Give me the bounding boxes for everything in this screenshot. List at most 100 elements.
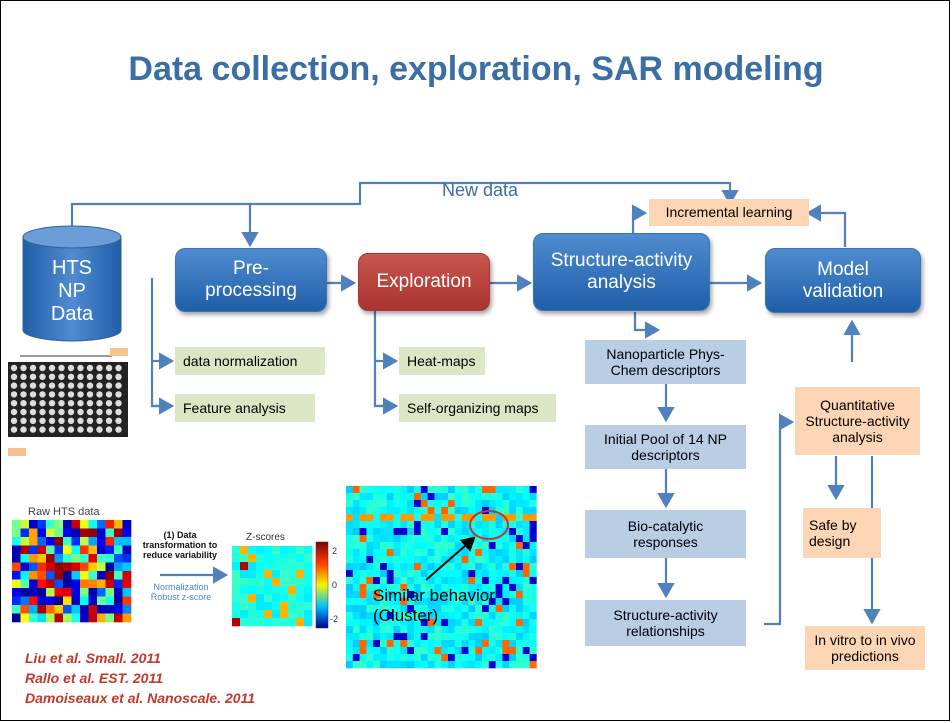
heatmap-cell <box>414 563 422 571</box>
heatmap-cell <box>380 640 388 648</box>
heatmap-cell <box>516 598 524 606</box>
heatmap-cell <box>441 500 449 508</box>
heatmap-cell <box>461 661 469 669</box>
heatmap-cell <box>12 605 21 614</box>
hts-line2: NP <box>58 279 86 302</box>
heatmap-cell <box>461 521 469 529</box>
hts-line1: HTS <box>52 256 92 279</box>
heatmap-cell <box>346 605 354 613</box>
heatmap-cell <box>366 661 374 669</box>
heatmap-cell <box>264 602 273 611</box>
heatmap-cell <box>88 579 98 589</box>
heatmap-cell <box>400 528 408 536</box>
heatmap-cell <box>232 562 241 571</box>
heatmap-cell <box>366 500 374 508</box>
heatmap-cell <box>71 545 81 555</box>
heatmap-cell <box>454 514 462 522</box>
heatmap-cell <box>509 521 517 529</box>
heatmap-cell <box>386 605 394 613</box>
heatmap-cell <box>346 563 354 571</box>
heatmap-cell <box>482 556 490 564</box>
heatmap-cell <box>366 647 374 655</box>
heatmap-cell <box>54 562 64 572</box>
heatmap-cell <box>468 626 476 634</box>
qsar-box: Quantitative Structure-activity analysis <box>795 387 920 455</box>
heatmap-cell <box>502 556 510 564</box>
heatmap-cell <box>346 556 354 564</box>
heatmap-cell <box>427 661 435 669</box>
heatmap-cell <box>420 528 428 536</box>
heatmap-cell <box>88 571 98 580</box>
heatmap-cell <box>522 577 530 585</box>
heatmap-cell <box>288 594 297 603</box>
heatmap-cell <box>256 546 265 555</box>
heatmap-cell <box>359 605 367 613</box>
heatmap-cell <box>475 619 483 627</box>
heatmap-cell <box>373 633 381 641</box>
heatmap-cell <box>522 626 530 634</box>
heatmap-cell <box>407 591 415 599</box>
heatmap-cell <box>352 542 360 550</box>
heatmap-cell <box>475 598 483 606</box>
heatmap-cell <box>448 654 456 662</box>
heatmap-cell <box>516 507 524 515</box>
heatmap-cell <box>434 535 442 543</box>
heatmap-cell <box>63 520 72 529</box>
heatmap-cell <box>488 570 496 578</box>
heatmap-cell <box>502 570 510 578</box>
heatmap-cell <box>529 591 537 599</box>
heatmap-cell <box>441 507 449 515</box>
heatmap-cell <box>461 500 469 508</box>
heatmap-cell <box>448 577 456 585</box>
heatmap-cell <box>380 500 388 508</box>
heatmap-cell <box>359 507 367 515</box>
heatmap-cell <box>352 493 360 501</box>
heatmap-cell <box>441 535 449 543</box>
heatmap-cell <box>400 612 408 620</box>
heatmap-cell <box>516 528 524 536</box>
heatmap-cell <box>454 563 462 571</box>
plate-well <box>96 382 103 389</box>
heatmap-cell <box>454 591 462 599</box>
plate-well <box>115 426 122 433</box>
plate-well <box>115 391 122 398</box>
plate-well <box>96 373 103 380</box>
heatmap-cell <box>359 619 367 627</box>
heatmap-cell <box>448 563 456 571</box>
heatmap-cell <box>522 528 530 536</box>
heatmap-cell <box>454 556 462 564</box>
model-validation-box: Model validation <box>765 248 921 313</box>
transform-label: (1) Data transformation to reduce variab… <box>142 530 218 560</box>
heatmap-cell <box>304 610 313 619</box>
heatmap-cell <box>304 578 313 587</box>
heatmap-cell <box>46 537 55 546</box>
heatmap-cell <box>509 486 517 494</box>
heatmap-cell <box>427 584 435 592</box>
heatmap-cell <box>393 556 401 564</box>
heatmap-cell <box>529 486 537 494</box>
heatmap-cell <box>232 570 241 579</box>
heatmap-cell <box>71 588 81 597</box>
plate-well <box>39 417 46 424</box>
heatmap-cell <box>288 554 297 563</box>
heatmap-cell <box>272 594 281 603</box>
heatmap-cell <box>427 514 435 522</box>
heatmap-cell <box>359 584 367 592</box>
heatmap-cell <box>346 514 354 522</box>
heatmap-cell <box>482 598 490 606</box>
plate-well <box>115 364 122 372</box>
plate-well <box>96 426 103 433</box>
plate-well <box>105 382 113 389</box>
heatmap-cell <box>502 647 510 655</box>
heatmap-cell <box>346 661 354 669</box>
plate-well <box>77 382 84 389</box>
heatmap-cell <box>434 661 442 669</box>
heatmap-cell <box>352 500 360 508</box>
heatmap-cell <box>407 500 415 508</box>
heatmap-cell <box>88 554 98 563</box>
heatmap-cell <box>393 612 401 620</box>
heatmap-cell <box>420 570 428 578</box>
heatmap-cell <box>352 486 360 494</box>
heatmap-cell <box>516 570 524 578</box>
heatmap-cell <box>346 570 354 578</box>
